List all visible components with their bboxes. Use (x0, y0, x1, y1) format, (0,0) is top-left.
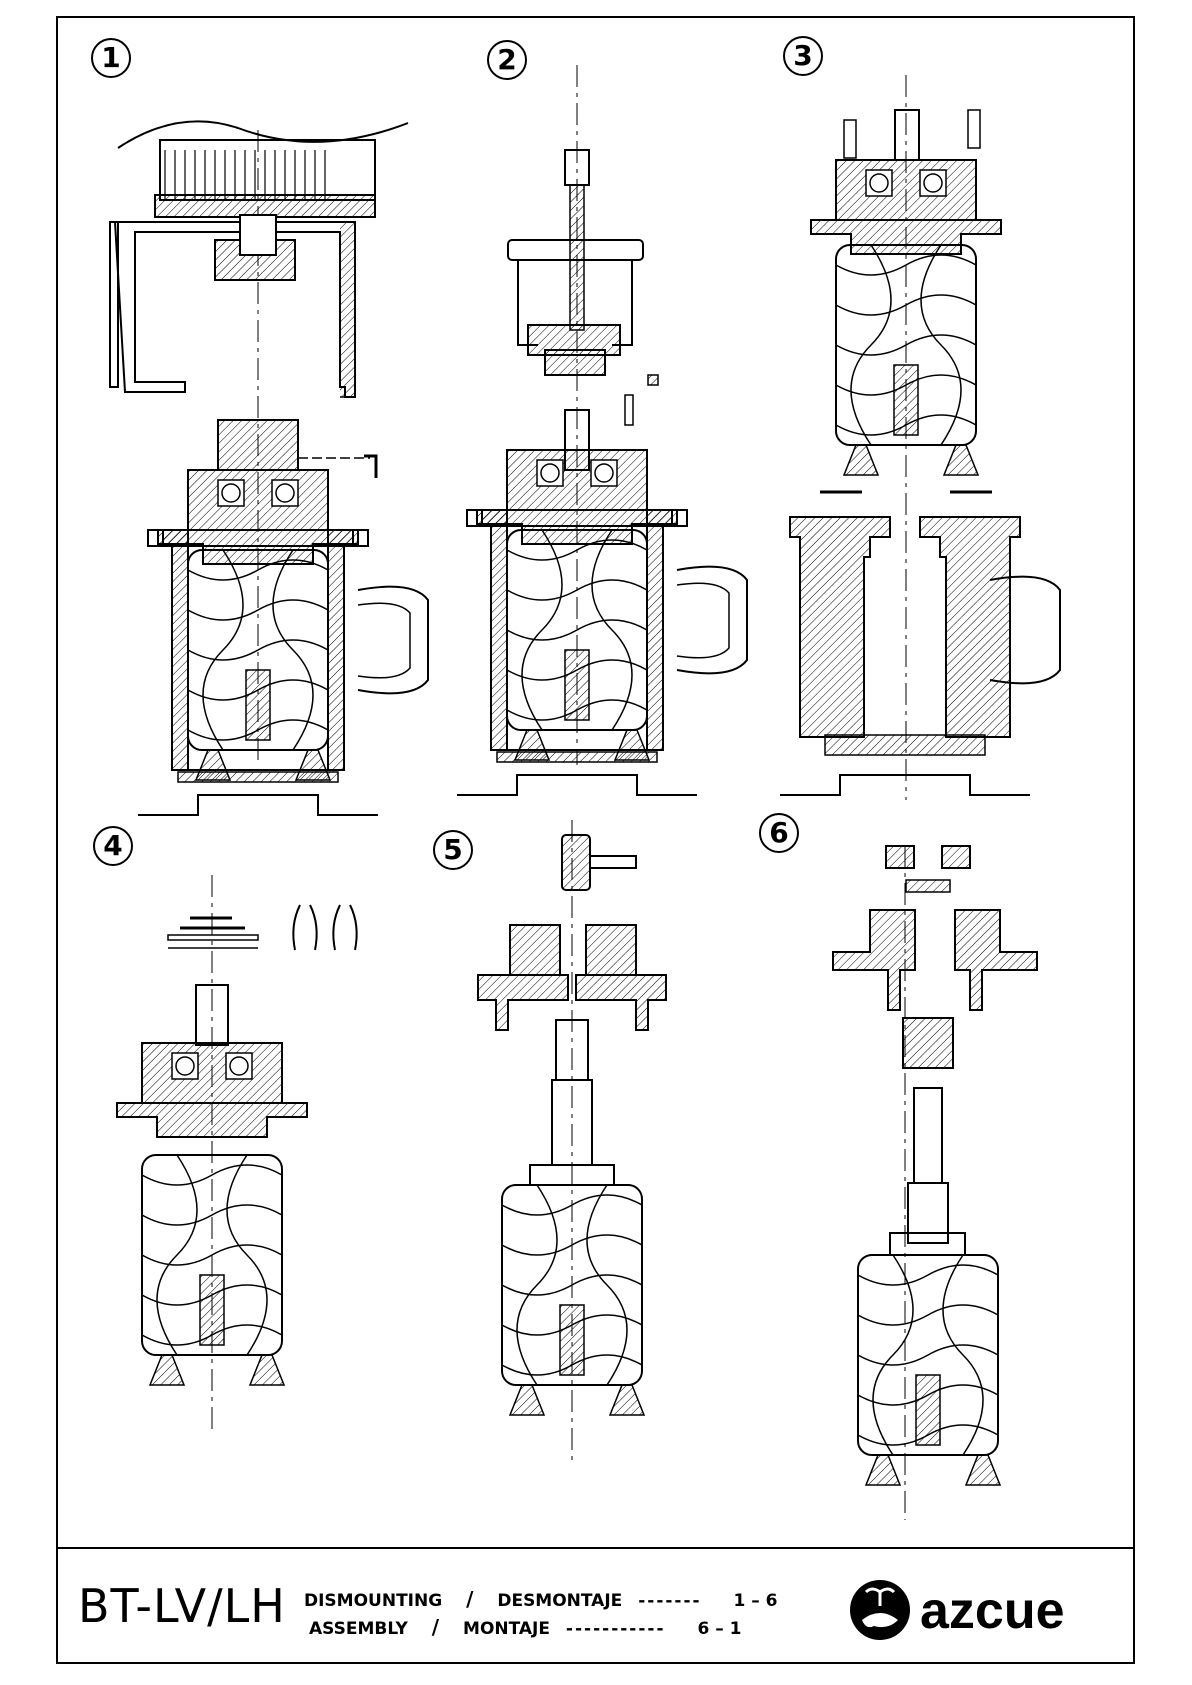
drawing-frame (56, 16, 1135, 1664)
dismounting-separator: / (466, 1587, 473, 1611)
step-number-6: 6 (759, 813, 799, 853)
assembly-row: ASSEMBLY / MONTAJE ----------- 6 – 1 (309, 1615, 741, 1639)
model-name: BT-LV/LH (78, 1579, 286, 1633)
step-number-5: 5 (433, 830, 473, 870)
dismounting-row: DISMOUNTING / DESMONTAJE ------- 1 – 6 (304, 1587, 778, 1611)
step-number-1: 1 (91, 38, 131, 78)
montaje-label: MONTAJE (463, 1619, 550, 1639)
assembly-dashes: ----------- (566, 1619, 666, 1639)
title-block: BT-LV/LH DISMOUNTING / DESMONTAJE ------… (58, 1547, 1133, 1664)
assembly-separator: / (432, 1615, 439, 1639)
assembly-label: ASSEMBLY (309, 1619, 408, 1639)
dismounting-label: DISMOUNTING (304, 1591, 442, 1611)
step-number-3: 3 (783, 36, 823, 76)
dismounting-range: 1 – 6 (734, 1591, 778, 1611)
desmontaje-label: DESMONTAJE (497, 1591, 622, 1611)
brand-name: azcue (920, 1581, 1065, 1641)
step-number-4: 4 (93, 826, 133, 866)
dismounting-dashes: ------- (638, 1591, 701, 1611)
assembly-range: 6 – 1 (697, 1619, 741, 1639)
brand: azcue (848, 1581, 1108, 1645)
step-number-2: 2 (487, 40, 527, 80)
